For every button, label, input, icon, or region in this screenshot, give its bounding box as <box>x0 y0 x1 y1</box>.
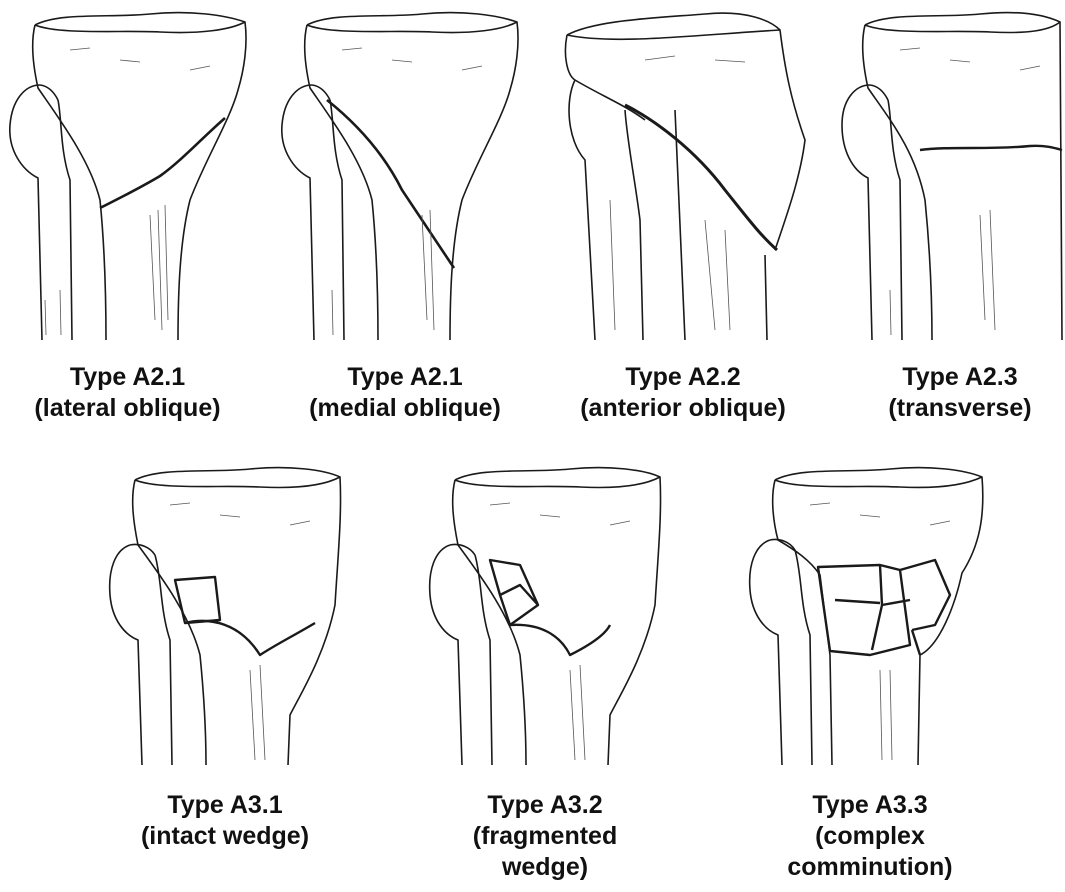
tibia-drawing <box>830 0 1065 345</box>
tibia-drawing <box>740 455 1000 770</box>
fracture-illustration-a3-1-intact-wedge <box>100 455 360 770</box>
fracture-illustration-a3-3-complex-comminution <box>740 455 1000 770</box>
caption-a3-2-fragmented-wedge: Type A3.2 (fragmented wedge) <box>440 790 650 883</box>
fracture-description-line2: wedge) <box>440 852 650 883</box>
caption-a2-1-medial: Type A2.1 (medial oblique) <box>280 362 530 424</box>
fracture-description-line2: comminution) <box>745 852 995 883</box>
caption-a2-1-lateral: Type A2.1 (lateral oblique) <box>5 362 250 424</box>
fracture-description-label: (medial oblique) <box>280 393 530 424</box>
fracture-type-label: Type A2.1 <box>280 362 530 393</box>
fracture-type-label: Type A2.1 <box>5 362 250 393</box>
caption-a3-1-intact-wedge: Type A3.1 (intact wedge) <box>110 790 340 852</box>
fracture-type-label: Type A3.2 <box>440 790 650 821</box>
fracture-illustration-a2-1-medial <box>272 0 532 345</box>
tibia-drawing <box>272 0 532 345</box>
tibia-drawing <box>555 0 815 345</box>
fracture-type-label: Type A2.3 <box>860 362 1060 393</box>
fracture-illustration-a2-3-transverse <box>830 0 1065 345</box>
tibia-drawing <box>100 455 360 770</box>
caption-a2-2-anterior: Type A2.2 (anterior oblique) <box>558 362 808 424</box>
fracture-description-label: (lateral oblique) <box>5 393 250 424</box>
fracture-type-label: Type A3.1 <box>110 790 340 821</box>
fracture-illustration-a2-1-lateral <box>0 0 260 345</box>
fracture-description-label: (intact wedge) <box>110 821 340 852</box>
fracture-description-label: (fragmented <box>440 821 650 852</box>
fracture-description-label: (complex <box>745 821 995 852</box>
fracture-description-label: (transverse) <box>860 393 1060 424</box>
fracture-illustration-a2-2-anterior <box>555 0 815 345</box>
fracture-type-label: Type A3.3 <box>745 790 995 821</box>
tibia-drawing <box>420 455 680 770</box>
tibia-drawing <box>0 0 260 345</box>
fracture-type-label: Type A2.2 <box>558 362 808 393</box>
fracture-illustration-a3-2-fragmented-wedge <box>420 455 680 770</box>
caption-a3-3-complex-comminution: Type A3.3 (complex comminution) <box>745 790 995 883</box>
caption-a2-3-transverse: Type A2.3 (transverse) <box>860 362 1060 424</box>
fracture-description-label: (anterior oblique) <box>558 393 808 424</box>
